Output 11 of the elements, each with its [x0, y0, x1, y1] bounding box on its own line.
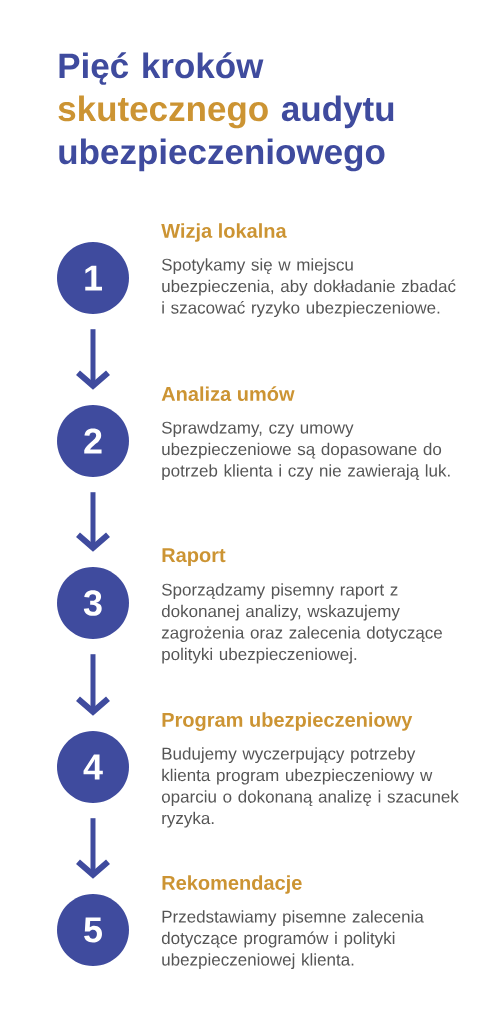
step-description: Budujemy wyczerpujący potrzeby klienta program ubezpieczeniowy w oparciu o dokonaną analizę i szacunek ryzyka.	[161, 747, 459, 828]
step-description: Sprawdzamy, czy umowy ubezpieczeniowe są dopasowane do potrzeb klienta i czy nie zawierają luk.	[161, 421, 450, 481]
step-heading: Wizja lokalna	[161, 223, 287, 242]
step-description: Spotykamy się w miejscu ubezpieczenia, aby dokładanie zbadać i szacować ryzyko ubezpieczeniowe.	[161, 258, 456, 318]
step-heading: Analiza umów	[161, 386, 295, 402]
title: Pięć kroków skutecznego audytu ubezpieczeniowego	[58, 52, 394, 172]
step-description: Sporządzamy pisemny raport z dokonanej analizy, wskazujemy zagrożenia oraz zalecenia dotyczące polityki ubezpieczeniowej.	[161, 583, 442, 664]
step-heading: Rekomendacje	[162, 875, 302, 894]
step-heading: Raport	[162, 548, 226, 567]
step-description: Przedstawiamy pisemne zalecenia dotyczące programów i polityki ubezpieczeniowej klienta.	[161, 910, 424, 970]
step-heading: Program ubezpieczeniowy	[162, 712, 413, 731]
